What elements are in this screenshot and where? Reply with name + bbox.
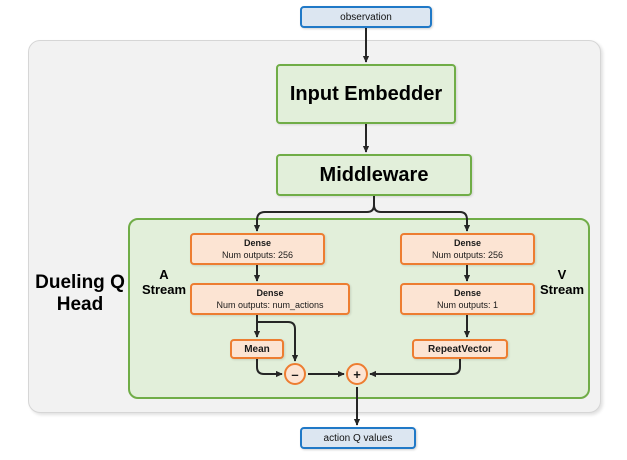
a-stream-dense-1[interactable]: Dense Num outputs: 256 [190,233,325,265]
a-stream-dense-1-title: Dense [243,238,271,248]
observation-label: observation [340,11,392,23]
input-embedder-block[interactable]: Input Embedder [276,64,456,124]
add-operator-glyph: + [353,366,361,382]
a-stream-dense-2-title: Dense [256,288,284,298]
action-q-values-label: action Q values [323,432,393,444]
subtract-operator-glyph: – [291,366,299,382]
repeat-vector-label: RepeatVector [428,343,492,355]
v-stream-dense-2-title: Dense [453,288,481,298]
v-stream-dense-1-subtitle: Num outputs: 256 [431,250,504,260]
input-embedder-label: Input Embedder [289,82,443,105]
a-stream-dense-1-subtitle: Num outputs: 256 [221,250,294,260]
v-stream-dense-1[interactable]: Dense Num outputs: 256 [400,233,535,265]
add-operator-icon[interactable]: + [346,363,368,385]
subtract-operator-icon[interactable]: – [284,363,306,385]
dueling-q-head-label-line1: Dueling Q [35,272,125,293]
mean-operation-box[interactable]: Mean [230,339,284,359]
mean-operation-label: Mean [244,343,270,355]
v-stream-dense-2[interactable]: Dense Num outputs: 1 [400,283,535,315]
middleware-block[interactable]: Middleware [276,154,472,196]
v-stream-label-line2: Stream [539,281,585,297]
observation-input-box[interactable]: observation [300,6,432,28]
a-stream-label-line2: Stream [141,281,187,297]
v-stream-dense-1-title: Dense [453,238,481,248]
a-stream-label: A Stream [138,267,190,298]
a-stream-dense-2[interactable]: Dense Num outputs: num_actions [190,283,350,315]
a-stream-label-line1: A [159,267,169,282]
middleware-label: Middleware [319,163,429,186]
dueling-q-head-label-line2: Head [56,293,104,315]
action-q-values-output-box[interactable]: action Q values [300,427,416,449]
dueling-q-head-label: Dueling Q Head [32,272,128,316]
v-stream-label: V Stream [536,267,588,298]
repeat-vector-box[interactable]: RepeatVector [412,339,508,359]
a-stream-dense-2-subtitle: Num outputs: num_actions [216,300,324,310]
v-stream-dense-2-subtitle: Num outputs: 1 [436,300,499,310]
v-stream-label-line1: V [557,267,567,282]
